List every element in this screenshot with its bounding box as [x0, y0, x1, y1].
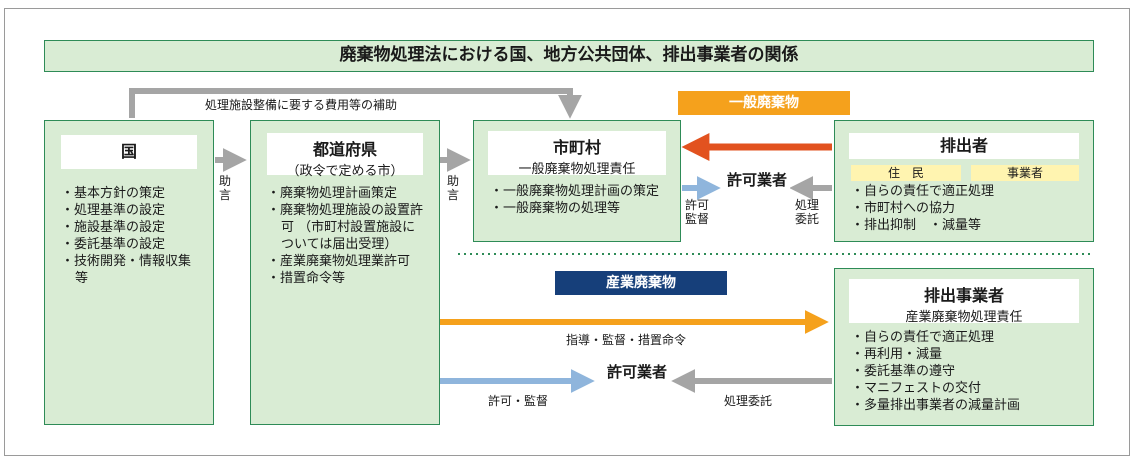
list-item: 一般廃棄物処理計画の策定: [490, 183, 670, 200]
kuni-header: 国: [61, 135, 197, 169]
haishutsu-jigyosha-header: 排出事業者: [923, 286, 1004, 305]
list-item: 廃棄物処理計画策定: [267, 185, 427, 202]
kyoka-gyosha-top: 許可業者: [724, 166, 790, 214]
shichoson-header: 市町村: [552, 138, 601, 157]
list-item: 市町村への協力: [851, 200, 1081, 217]
todofuken-sub: （政令で定める市）: [286, 164, 404, 179]
list-item: 自らの責任で適正処理: [851, 329, 1087, 346]
haishutsusha-header: 排出者: [849, 133, 1079, 159]
list-item: 委託基準の遵守: [851, 363, 1087, 380]
kuni-box: 国 基本方針の策定 処理基準の設定 施設基準の設定 委託基準の設定 技術開発・情…: [44, 120, 214, 425]
list-item: 処理基準の設定: [61, 202, 201, 219]
haishutsu-jigyosha-items: 自らの責任で適正処理 再利用・減量 委託基準の遵守 マニフェストの交付 多量排出…: [851, 329, 1087, 414]
shichoson-sub: 一般廃棄物処理責任: [518, 162, 636, 177]
shido-label: 指導・監督・措置命令: [566, 333, 687, 347]
list-item: 一般廃棄物の処理等: [490, 200, 670, 217]
advice-label-1: 助言: [218, 174, 231, 202]
kuni-items: 基本方針の策定 処理基準の設定 施設基準の設定 委託基準の設定 技術開発・情報収…: [61, 185, 201, 287]
diagram-frame: [4, 8, 1130, 456]
subsidy-arrow: [129, 88, 582, 119]
tag-jigyosha: 事業者: [971, 165, 1079, 181]
shichoson-items: 一般廃棄物処理計画の策定 一般廃棄物の処理等: [490, 183, 670, 217]
haishutsu-jigyosha-header-box: 排出事業者 産業廃棄物処理責任: [849, 279, 1079, 325]
todofuken-header: 都道府県: [312, 140, 377, 159]
list-item: 産業廃棄物処理業許可: [267, 253, 427, 270]
list-item: 再利用・減量: [851, 346, 1087, 363]
sangyo-badge: 産業廃棄物: [555, 271, 727, 295]
haishutsu-jigyosha-sub: 産業廃棄物処理責任: [905, 310, 1023, 325]
list-item: 廃棄物処理施設の設置許可 （市町村設置施設については届出受理）: [267, 202, 427, 253]
shori-itaku-bottom-label: 処理委託: [724, 394, 773, 408]
list-item: 措置命令等: [267, 270, 427, 287]
list-item: マニフェストの交付: [851, 380, 1087, 397]
list-item: 委託基準の設定: [61, 236, 201, 253]
haishutsu-jigyosha-box: 排出事業者 産業廃棄物処理責任 自らの責任で適正処理 再利用・減量 委託基準の遵…: [834, 268, 1094, 426]
haishutsusha-items: 自らの責任で適正処理 市町村への協力 排出抑制 ・減量等: [851, 183, 1081, 234]
diagram-title: 廃棄物処理法における国、地方公共団体、排出事業者の関係: [44, 40, 1094, 72]
haishutsusha-box: 排出者 住 民 事業者 自らの責任で適正処理 市町村への協力 排出抑制 ・減量等: [834, 120, 1094, 242]
list-item: 自らの責任で適正処理: [851, 183, 1081, 200]
tag-jumin: 住 民: [851, 165, 961, 181]
kyoka-kantoku-label: 許可監督: [684, 198, 709, 226]
advice-label-2: 助言: [446, 174, 459, 202]
todofuken-items: 廃棄物処理計画策定 廃棄物処理施設の設置許可 （市町村設置施設については届出受理…: [267, 185, 427, 287]
list-item: 施設基準の設定: [61, 219, 201, 236]
todofuken-header-box: 都道府県 （政令で定める市）: [267, 133, 423, 179]
todofuken-box: 都道府県 （政令で定める市） 廃棄物処理計画策定 廃棄物処理施設の設置許可 （市…: [250, 120, 440, 425]
shichoson-box: 市町村 一般廃棄物処理責任 一般廃棄物処理計画の策定 一般廃棄物の処理等: [473, 120, 681, 242]
list-item: 排出抑制 ・減量等: [851, 217, 1081, 234]
kyoka-gyosha-bottom: 許可業者: [604, 358, 670, 406]
shichoson-header-box: 市町村 一般廃棄物処理責任: [488, 131, 666, 177]
list-item: 基本方針の策定: [61, 185, 201, 202]
subsidy-label: 処理施設整備に要する費用等の補助: [205, 98, 398, 112]
shori-itaku-label: 処理委託: [794, 198, 819, 226]
list-item: 技術開発・情報収集等: [61, 253, 201, 287]
kyoka-kantoku-bottom-label: 許可・監督: [488, 394, 549, 408]
ippan-badge: 一般廃棄物: [678, 91, 850, 115]
list-item: 多量排出事業者の減量計画: [851, 397, 1087, 414]
